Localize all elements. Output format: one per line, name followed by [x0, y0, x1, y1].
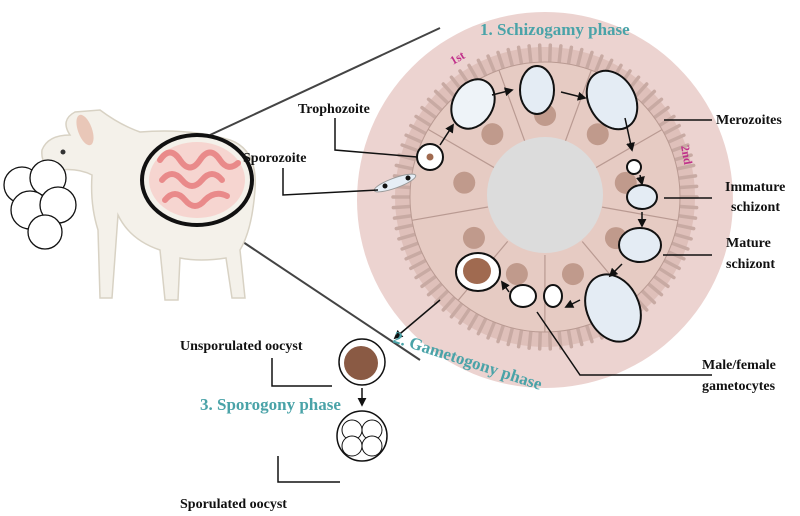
sporogony-phase-title: 3. Sporogony phase	[200, 395, 341, 414]
cell-border	[411, 206, 488, 221]
immature-schizont-label-2: schizont	[731, 200, 780, 215]
cell-nuclei	[453, 104, 637, 286]
second-generation-label: 2nd	[678, 144, 695, 166]
microgametocyte	[543, 284, 563, 308]
schizont-2	[519, 65, 555, 115]
nucleus	[561, 263, 584, 286]
merozoites-label: Merozoites	[716, 113, 782, 128]
cell-border	[602, 206, 679, 222]
mature-schizont-cell	[618, 227, 662, 263]
cell-border	[427, 128, 496, 169]
immature-schizont-cell	[626, 184, 658, 210]
parasite-stages	[357, 65, 662, 407]
nucleus	[481, 123, 504, 146]
second-trophozoite	[626, 159, 642, 175]
gametocytes-label-2: gametocytes	[702, 379, 776, 394]
nucleus	[453, 171, 476, 194]
lumen	[487, 137, 603, 253]
sporulated-oocyst-label: Sporulated oocyst	[180, 497, 287, 512]
zoom-circle	[140, 133, 254, 227]
nucleus	[586, 123, 609, 146]
lamb-illustration	[41, 109, 257, 301]
mature-schizont-label-2: schizont	[726, 257, 775, 272]
intestines-icon	[157, 149, 241, 209]
gametocytes-label-1: Male/female	[702, 358, 776, 373]
cell-border	[498, 69, 526, 143]
schizont-1	[450, 78, 496, 130]
unsporulated-oocyst-label: Unsporulated oocyst	[180, 339, 303, 354]
cell-border	[564, 69, 592, 143]
oocyst-cluster	[3, 159, 77, 250]
zoom-lines	[209, 27, 441, 361]
merozoite-release	[584, 273, 642, 343]
schizogamy-phase-title: 1. Schizogamy phase	[480, 20, 630, 39]
sporulated-oocyst	[336, 410, 388, 462]
immature-schizont-label-1: Immature	[725, 180, 785, 195]
trophozoite-label: Trophozoite	[298, 102, 370, 117]
mature-schizont-label-1: Mature	[726, 236, 771, 251]
leader-lines	[271, 118, 712, 483]
macrogametocyte	[509, 284, 537, 308]
first-generation-label: 1st	[448, 48, 468, 67]
sporozoite-label: Sporozoite	[243, 151, 307, 166]
nucleus	[505, 263, 528, 286]
nucleus	[462, 226, 485, 249]
unsporulated-oocyst	[338, 338, 386, 386]
